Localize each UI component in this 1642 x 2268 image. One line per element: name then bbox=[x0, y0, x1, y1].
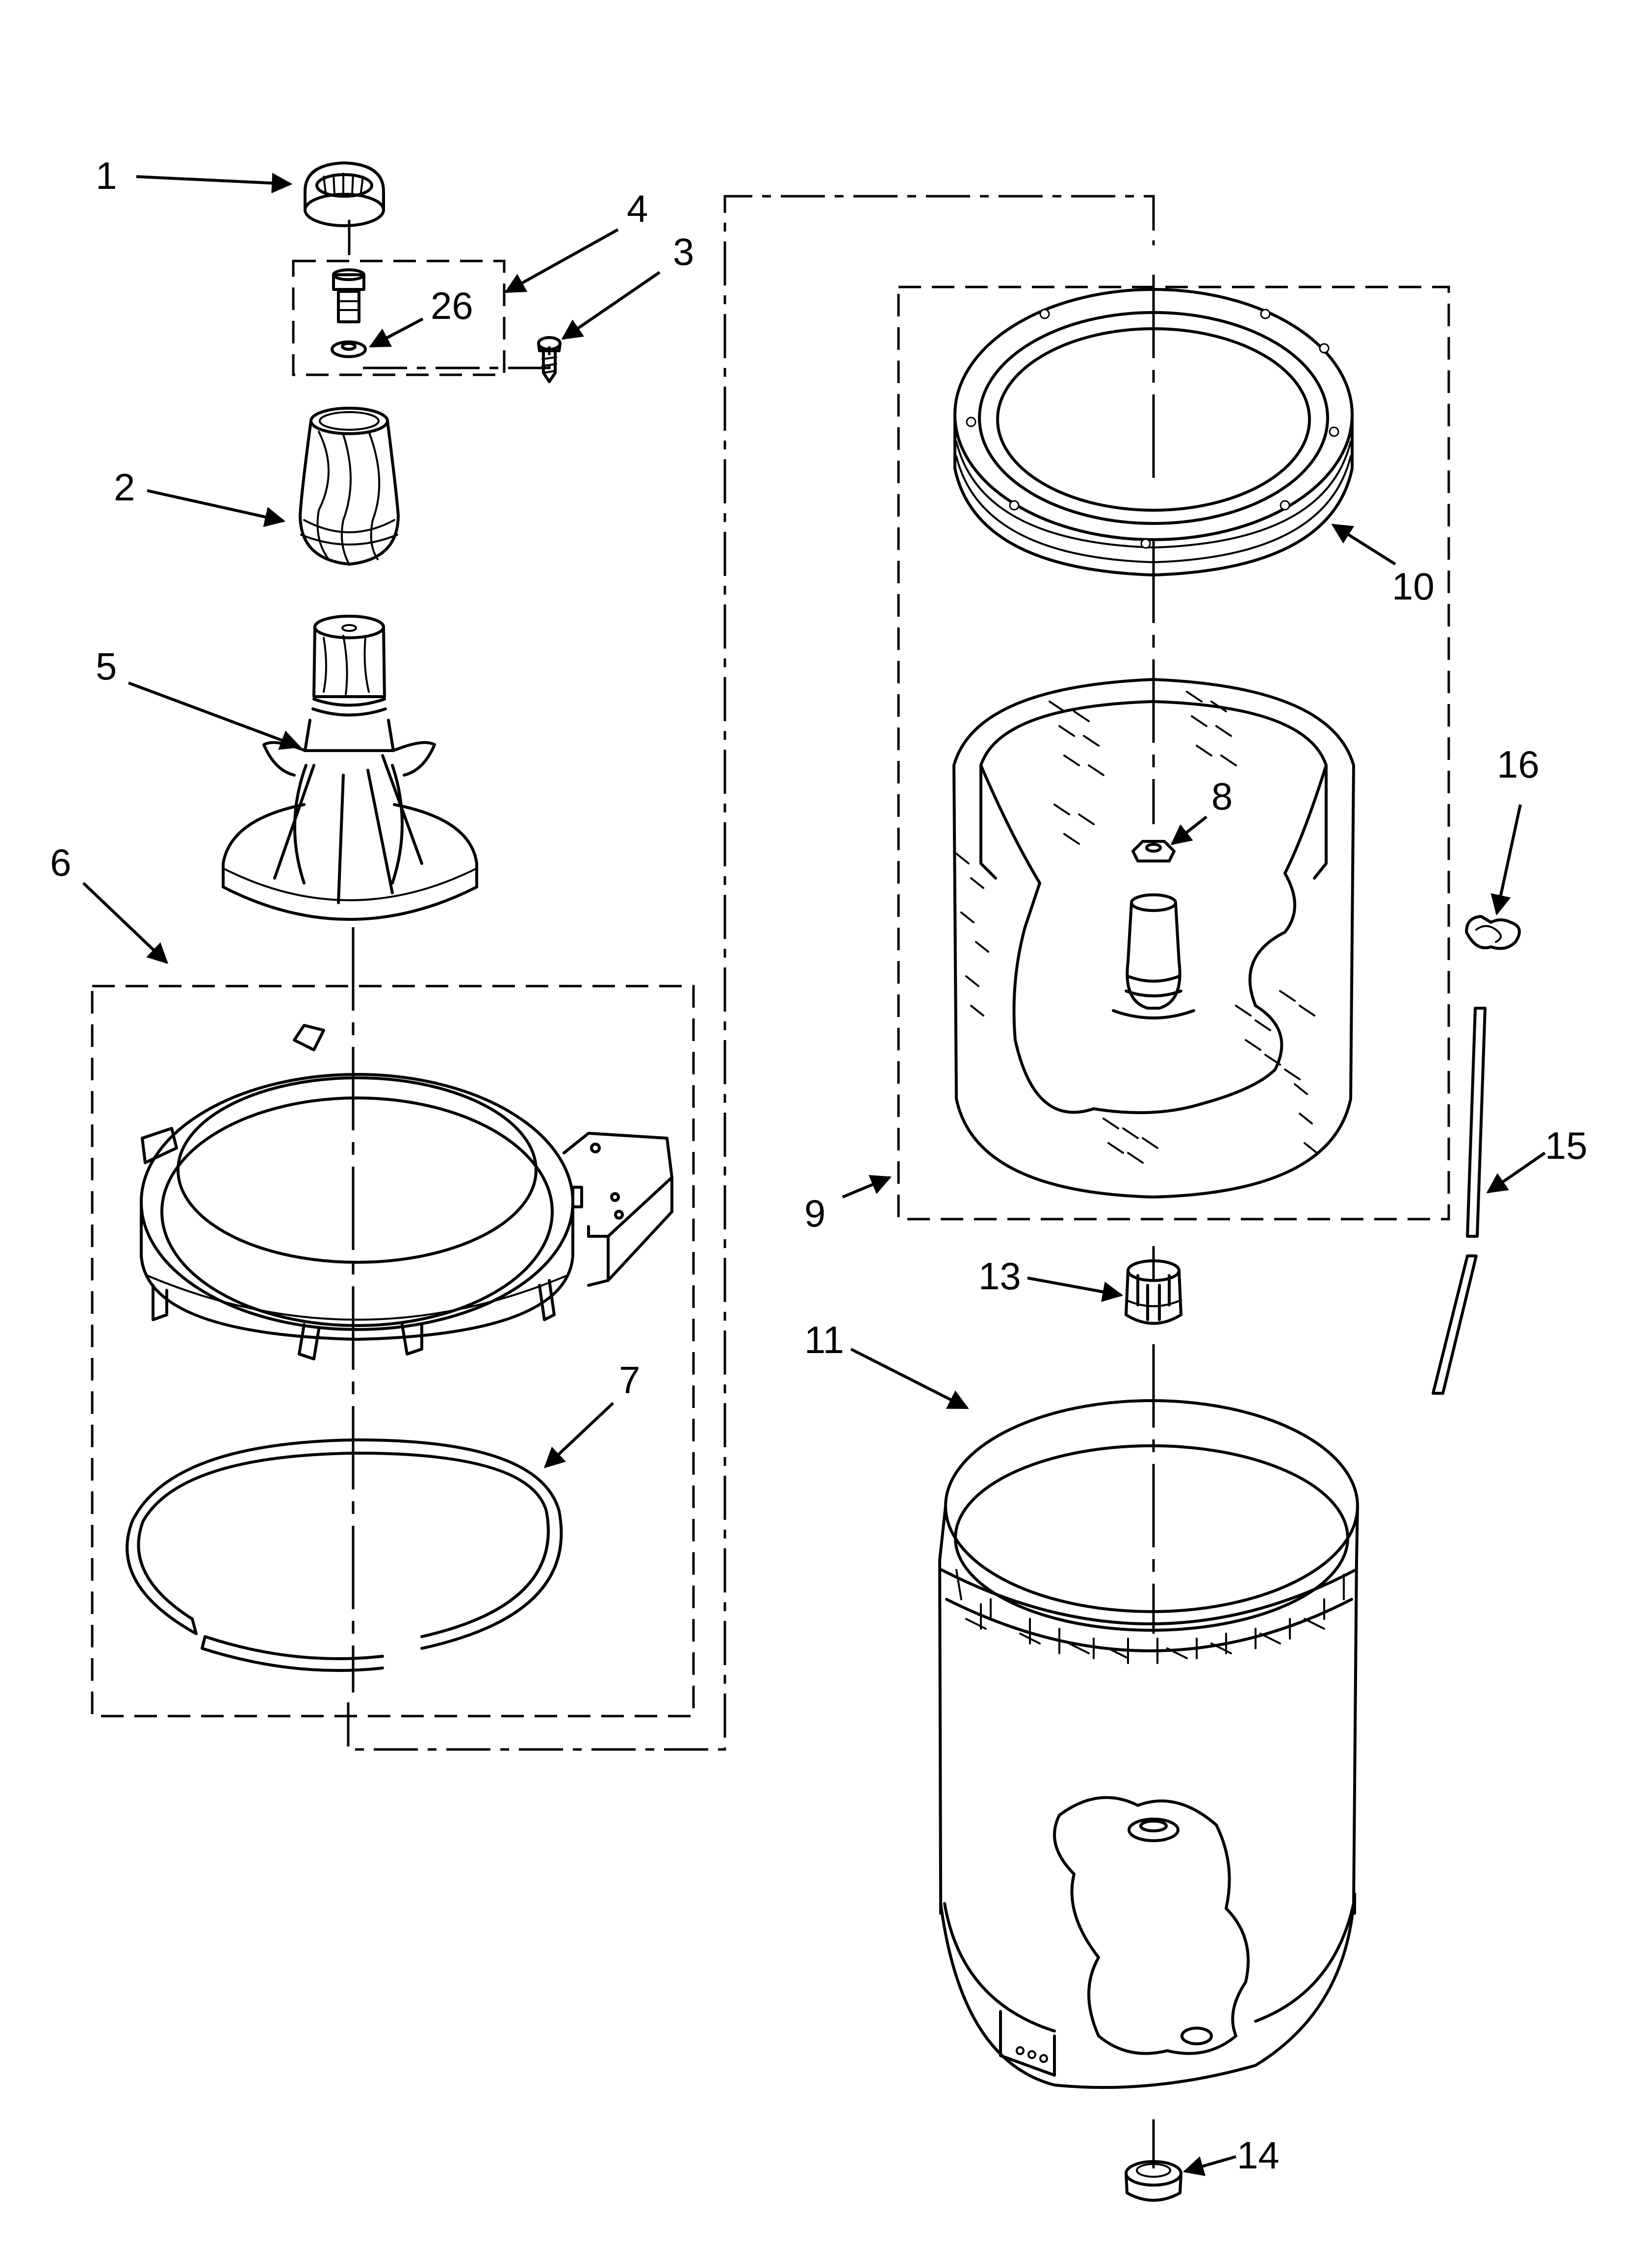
callout-9: 9 bbox=[804, 1192, 825, 1235]
leader-1 bbox=[136, 173, 293, 194]
callout-15: 15 bbox=[1545, 1124, 1588, 1167]
agitator-cap-part bbox=[304, 161, 385, 227]
leader-13 bbox=[1027, 1277, 1124, 1302]
leader-arrows bbox=[82, 173, 1546, 2176]
leader-7 bbox=[543, 1402, 615, 1468]
callout-2: 2 bbox=[114, 466, 135, 509]
nut-part bbox=[1131, 840, 1176, 862]
leader-6 bbox=[82, 882, 169, 964]
part-9-assembly-box bbox=[897, 286, 1450, 1221]
screw-part bbox=[537, 336, 562, 383]
callout-7: 7 bbox=[619, 1358, 640, 1402]
leader-10 bbox=[1331, 523, 1396, 566]
hose-clip-part bbox=[1465, 915, 1521, 950]
callout-11: 11 bbox=[804, 1318, 844, 1361]
leader-15 bbox=[1486, 1151, 1546, 1194]
callout-5: 5 bbox=[96, 645, 117, 688]
callout-26: 26 bbox=[431, 284, 473, 327]
callout-10: 10 bbox=[1392, 565, 1435, 608]
basket-perforations bbox=[955, 691, 1318, 1164]
part-6-assembly-box bbox=[91, 985, 695, 1718]
hose-part bbox=[1432, 1007, 1487, 1395]
leader-11 bbox=[850, 1348, 969, 1409]
drive-cam-part bbox=[1125, 1259, 1182, 1325]
leader-4 bbox=[504, 228, 619, 293]
leader-8 bbox=[1170, 815, 1207, 845]
outer-tub-part bbox=[938, 1399, 1359, 2089]
callout-6: 6 bbox=[50, 841, 71, 884]
bolt-and-washer-part bbox=[331, 268, 367, 358]
assembly-link-line bbox=[347, 195, 1155, 1751]
callout-14: 14 bbox=[1237, 2134, 1280, 2177]
callout-1: 1 bbox=[96, 154, 117, 197]
callout-labels: 1 2 3 4 5 6 7 8 9 10 11 13 14 15 16 26 bbox=[50, 154, 1588, 2177]
basket-part bbox=[952, 678, 1355, 1199]
leader-3 bbox=[561, 271, 661, 340]
tub-ring-part bbox=[140, 1024, 673, 1360]
leader-16 bbox=[1490, 804, 1522, 916]
agitator-cam-part bbox=[299, 407, 400, 566]
callout-4: 4 bbox=[627, 187, 648, 230]
tub-plug-part bbox=[1125, 2160, 1182, 2202]
callout-8: 8 bbox=[1211, 775, 1232, 818]
leader-5 bbox=[128, 681, 301, 750]
part-4-kit-box bbox=[292, 260, 506, 376]
callout-13: 13 bbox=[978, 1254, 1021, 1298]
leader-14 bbox=[1182, 2155, 1236, 2176]
screw-link-line bbox=[363, 338, 551, 369]
agitator-part bbox=[222, 615, 478, 921]
callout-16: 16 bbox=[1497, 743, 1539, 786]
leader-2 bbox=[147, 489, 286, 527]
leader-26 bbox=[369, 317, 424, 348]
leader-9 bbox=[842, 1175, 892, 1199]
callout-3: 3 bbox=[673, 230, 694, 273]
snap-ring-part bbox=[126, 1438, 563, 1672]
balance-ring-part bbox=[953, 288, 1354, 576]
